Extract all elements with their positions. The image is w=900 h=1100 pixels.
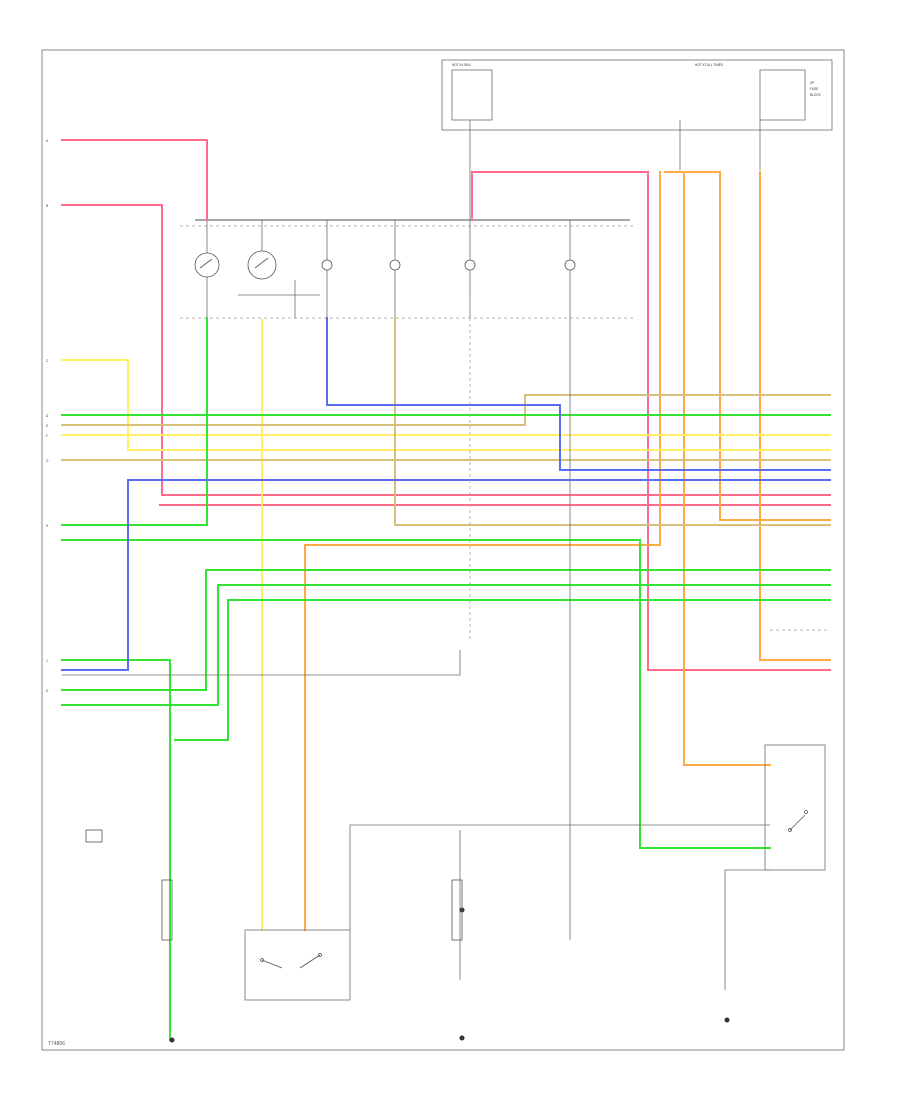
svg-text:I/P: I/P: [810, 81, 814, 85]
gauge-icon: [247, 250, 277, 280]
svg-text:HOT AT ALL TIMES: HOT AT ALL TIMES: [695, 63, 723, 67]
footer-code: T74806: [48, 1041, 65, 1047]
svg-text:BLOCK: BLOCK: [810, 93, 822, 97]
diagram-frame: [41, 49, 845, 1051]
svg-text:A: A: [46, 139, 49, 143]
pressure-switch-box: [244, 929, 351, 1001]
switch-icon: [788, 810, 808, 832]
blue-wires: [61, 317, 831, 671]
svg-text:G: G: [46, 459, 49, 463]
orange-wires: [304, 171, 831, 931]
yellow-wires: [61, 319, 831, 931]
svg-text:E: E: [46, 424, 48, 428]
gauge-icon: [194, 252, 220, 278]
hot-at-all-times-box: [441, 59, 833, 131]
svg-text:K: K: [46, 689, 49, 693]
fuse-block-right: [759, 69, 806, 121]
svg-text:C: C: [46, 359, 49, 363]
svg-text:J: J: [46, 659, 48, 663]
top-box-labels: HOT IN RUN HOT AT ALL TIMES I/P FUSE BLO…: [452, 63, 822, 97]
pink-wires: [61, 139, 831, 671]
bulb-icon: [564, 259, 576, 271]
svg-text:HOT IN RUN: HOT IN RUN: [452, 63, 471, 67]
lower-right-switch-box: [764, 744, 826, 871]
lt-green-wires: [61, 317, 831, 1041]
connector-icon: [85, 829, 463, 941]
bulb-icon: [464, 259, 476, 271]
fuse-block-left: [451, 69, 493, 121]
bulb-icon: [321, 259, 333, 271]
left-pin-markers: A B C D E F G H J K: [46, 139, 49, 693]
svg-text:B: B: [46, 204, 48, 208]
svg-text:F: F: [46, 434, 48, 438]
gray-wires: [62, 300, 830, 990]
ground-icon: [169, 907, 730, 1043]
svg-text:H: H: [46, 524, 49, 528]
cluster-vertical-wires: [206, 220, 571, 318]
top-feed-wires: [469, 120, 761, 220]
switch-icon: [260, 953, 322, 969]
tan-wires: [61, 317, 831, 526]
bulb-icon: [389, 259, 401, 271]
svg-text:FUSE: FUSE: [810, 87, 819, 91]
svg-text:D: D: [46, 414, 49, 418]
